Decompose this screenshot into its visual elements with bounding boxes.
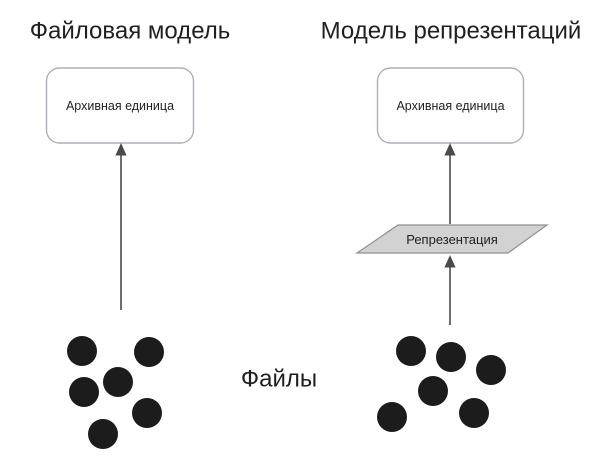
arrow-files-to-representation-head	[444, 255, 456, 268]
arrow-files-to-unit-head	[115, 143, 127, 156]
arrow-representation-to-unit-head	[444, 143, 456, 156]
archival-unit-label-right: Архивная единица	[396, 99, 504, 113]
file-dot	[67, 336, 97, 366]
file-dot	[436, 342, 466, 372]
archival-unit-label-left: Архивная единица	[66, 99, 174, 113]
files-label: Файлы	[241, 366, 317, 393]
file-dot	[134, 337, 164, 367]
file-dot	[396, 336, 426, 366]
file-dot	[88, 419, 118, 449]
file-dot	[69, 377, 99, 407]
archival-unit-box-left	[45, 67, 195, 144]
file-dot	[476, 355, 506, 385]
file-model-section: Файловая модель Архивная единица	[30, 18, 231, 449]
archival-unit-box-right	[376, 67, 525, 144]
representation-model-section: Модель репрезентаций Архивная единица Ре…	[321, 18, 582, 432]
representation-label: Репрезентация	[406, 232, 498, 247]
file-dots-cluster-left	[67, 336, 164, 449]
file-dot	[459, 398, 489, 428]
file-dot	[103, 367, 133, 397]
file-model-title: Файловая модель	[30, 18, 231, 45]
representation-parallelogram	[355, 224, 549, 254]
file-dots-cluster-right	[377, 336, 506, 432]
file-dot	[377, 402, 407, 432]
representation-model-title: Модель репрезентаций	[321, 18, 582, 45]
file-dot	[132, 398, 162, 428]
file-dot	[418, 376, 448, 406]
